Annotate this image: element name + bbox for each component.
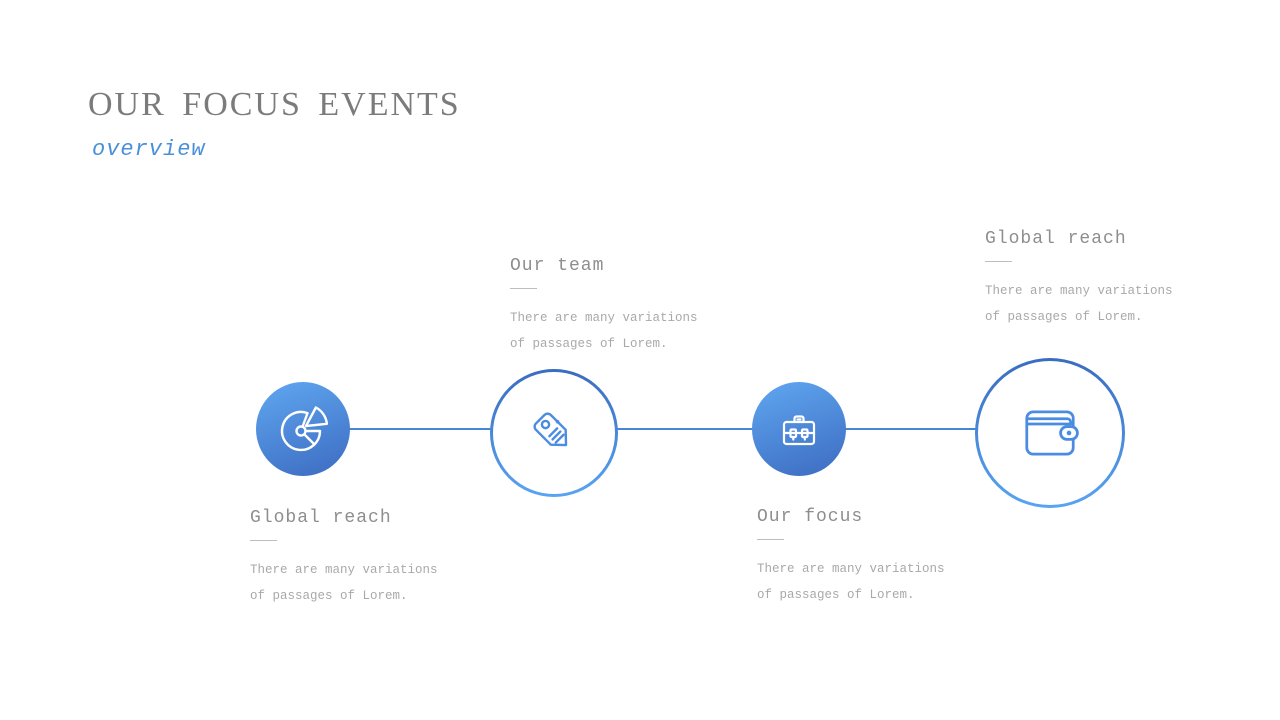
milestone-description: There are many variations of passages of… [757, 562, 945, 602]
milestone-description: There are many variations of passages of… [510, 311, 698, 351]
milestone-heading: Global reach [250, 508, 392, 528]
page-subtitle: overview [92, 137, 206, 162]
milestone-description: There are many variations of passages of… [250, 563, 438, 603]
pie-chart-icon [280, 406, 329, 452]
milestone-label-4: Global reach There are many variations o… [985, 228, 1191, 330]
timeline-node-2 [490, 369, 618, 497]
page-title: OUR FOCUS EVENTS [88, 86, 461, 123]
wallet-icon [1025, 410, 1079, 456]
milestone-heading: Our team [510, 256, 605, 276]
milestone-heading: Global reach [985, 229, 1127, 249]
milestone-heading: Our focus [757, 507, 864, 527]
milestone-label-1: Global reach There are many variations o… [250, 507, 456, 609]
timeline-connector-line [300, 428, 1050, 430]
briefcase-icon [782, 415, 816, 446]
milestone-label-2: Our team There are many variations of pa… [510, 255, 716, 357]
divider [250, 540, 277, 541]
timeline-node-4 [975, 358, 1125, 508]
timeline-node-1 [256, 382, 350, 476]
divider [757, 539, 784, 540]
timeline-node-3 [752, 382, 846, 476]
tag-icon [533, 412, 568, 447]
milestone-description: There are many variations of passages of… [985, 284, 1173, 324]
divider [510, 288, 537, 289]
milestone-label-3: Our focus There are many variations of p… [757, 506, 963, 608]
divider [985, 261, 1012, 262]
